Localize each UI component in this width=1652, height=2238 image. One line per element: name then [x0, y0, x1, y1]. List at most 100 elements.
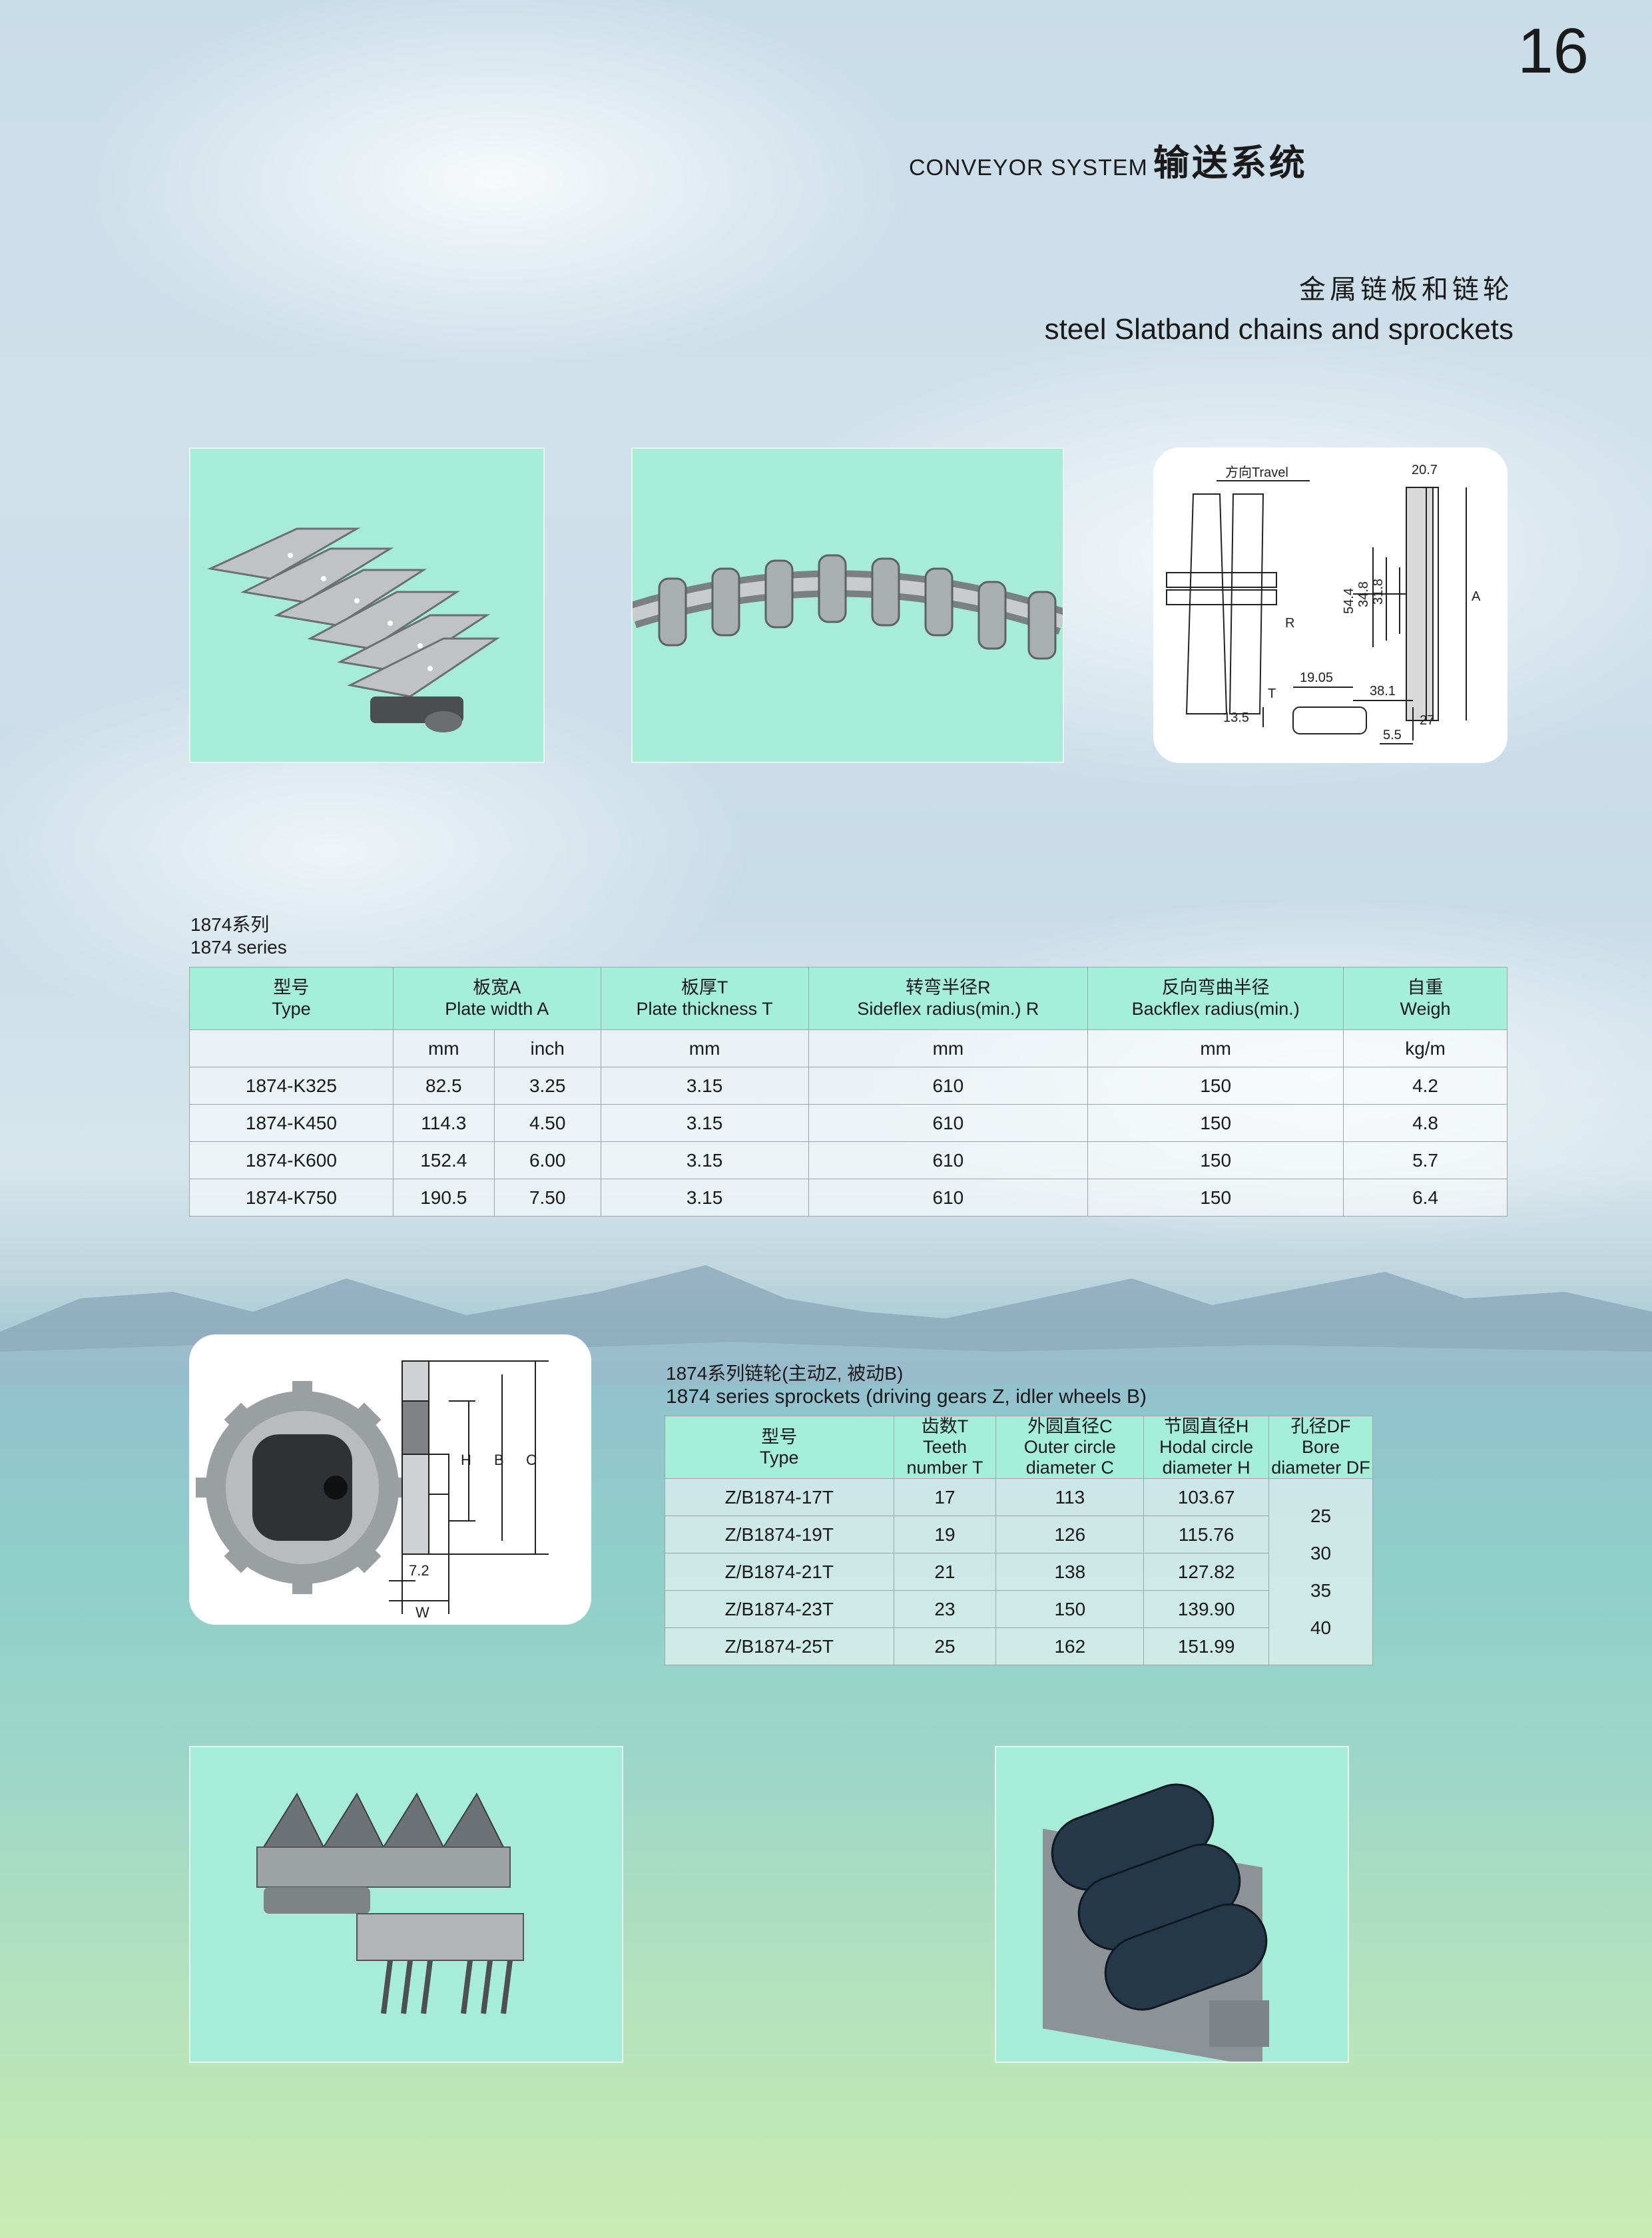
header-cn: 板宽A	[473, 978, 521, 998]
table-cell: 23	[893, 1590, 997, 1629]
header-en: Teeth	[922, 1437, 967, 1458]
dim-34-8: 34.8	[1356, 581, 1371, 607]
table-cell: mm	[1087, 1029, 1344, 1067]
header-cn: 型号	[761, 1426, 798, 1447]
table-cell: 19	[893, 1516, 997, 1554]
header-en: Plate width A	[445, 998, 549, 1019]
header-cn: 型号	[273, 978, 310, 998]
table-cell: 7.50	[493, 1179, 601, 1217]
photo-roller-chain	[629, 447, 1067, 763]
table-cell: 103.67	[1143, 1478, 1270, 1517]
header-en: Sideflex radius(min.) R	[857, 998, 1039, 1019]
header-en: Type	[272, 998, 311, 1019]
table-cell: mm	[808, 1029, 1089, 1067]
table-cell: 139.90	[1143, 1590, 1270, 1629]
table1-caption: 1874系列 1874 series	[190, 914, 287, 958]
photo-slat-plates	[189, 447, 545, 763]
table-cell: inch	[493, 1029, 601, 1067]
header-en: Backflex radius(min.)	[1131, 998, 1300, 1019]
header-cn: 孔径DF	[1290, 1416, 1351, 1436]
header-en: Weigh	[1400, 998, 1451, 1019]
table-cell: 1874-K750	[189, 1179, 394, 1217]
table-row: 1874-K325 82.5 3.25 3.15 610 150 4.2	[189, 1067, 1508, 1105]
header-en: number T	[906, 1458, 983, 1478]
header-cn: 外圆直径C	[1027, 1416, 1113, 1436]
table-cell: 114.3	[392, 1104, 495, 1142]
bore-value: 25	[1310, 1505, 1332, 1526]
dim-13-5: 13.5	[1223, 710, 1249, 725]
table-cell: 1874-K325	[189, 1067, 394, 1105]
dim-5-5: 5.5	[1383, 728, 1402, 742]
table-cell: 115.76	[1143, 1516, 1270, 1554]
table-cell: 150	[995, 1590, 1145, 1629]
table-cell: 113	[995, 1478, 1145, 1517]
table-row: Z/B1874-21T 21 138 127.82	[665, 1553, 1373, 1591]
dim-20-7: 20.7	[1412, 463, 1438, 477]
table1-caption-en: 1874 series	[190, 936, 287, 958]
chain-drawing-svg: 方向Travel 20.7 54.4 34.8 31.8 A R 19.05 T…	[1166, 463, 1481, 744]
table1-unit-row: mm inch mm mm mm kg/m	[189, 1029, 1508, 1067]
photo-finned-chain	[189, 1746, 623, 2063]
table-row: 1874-K450 114.3 4.50 3.15 610 150 4.8	[189, 1104, 1508, 1142]
table-cell: mm	[600, 1029, 809, 1067]
table-cell: 21	[893, 1553, 997, 1591]
table-cell: 150	[1087, 1067, 1344, 1105]
dim-h: H	[461, 1452, 471, 1468]
sprocket-dimension-drawing: H B C 7.2 W	[189, 1334, 591, 1625]
table-cell: 126	[995, 1516, 1145, 1554]
table-cell: 17	[893, 1478, 997, 1517]
table-cell: 4.2	[1343, 1067, 1508, 1105]
section-header-en: CONVEYOR SYSTEM	[909, 155, 1148, 180]
table-row: 1874-K750 190.5 7.50 3.15 610 150 6.4	[189, 1179, 1508, 1217]
header-en: diameter C	[1025, 1458, 1114, 1478]
table-cell	[189, 1029, 394, 1067]
header-cn: 自重	[1407, 978, 1444, 998]
table-row: 1874-K600 152.4 6.00 3.15 610 150 5.7	[189, 1141, 1508, 1179]
table-row: Z/B1874-19T 19 126 115.76	[665, 1516, 1373, 1554]
bore-value: 40	[1310, 1617, 1332, 1638]
table-cell: Z/B1874-19T	[665, 1516, 894, 1554]
chain-dimension-drawing: 方向Travel 20.7 54.4 34.8 31.8 A R 19.05 T…	[1153, 447, 1508, 763]
header-en: Type	[760, 1447, 799, 1468]
table-cell: 152.4	[392, 1141, 495, 1179]
table-cell: 150	[1087, 1179, 1344, 1217]
header-cn: 节圆直径H	[1163, 1416, 1249, 1436]
header-en: Hodal circle	[1159, 1437, 1254, 1458]
table-cell: 3.15	[600, 1141, 809, 1179]
header-en: diameter DF	[1271, 1458, 1370, 1478]
table2-caption-en: 1874 series sprockets (driving gears Z, …	[666, 1385, 1147, 1408]
table-cell: 82.5	[392, 1067, 495, 1105]
table-cell: Z/B1874-21T	[665, 1553, 894, 1591]
dim-w: W	[415, 1604, 429, 1621]
table-cell: 150	[1087, 1141, 1344, 1179]
table-cell: 5.7	[1343, 1141, 1508, 1179]
rubber-top-chain-illustration	[1043, 1783, 1269, 2068]
table-cell: 138	[995, 1553, 1145, 1591]
page-number: 16	[1517, 15, 1589, 87]
table-cell: 6.00	[493, 1141, 601, 1179]
header-cn: 板厚T	[681, 978, 728, 998]
header-en: Outer circle	[1023, 1437, 1116, 1458]
table-cell: Z/B1874-25T	[665, 1627, 894, 1666]
dim-travel: 方向Travel	[1225, 465, 1288, 480]
table-cell: 610	[808, 1104, 1089, 1142]
dim-t: T	[1268, 687, 1276, 701]
table-row: Z/B1874-25T 25 162 151.99	[665, 1627, 1373, 1666]
roller-chain-illustration	[629, 554, 1067, 660]
section-header-cn: 输送系统	[1153, 143, 1308, 183]
table-cell: 6.4	[1343, 1179, 1508, 1217]
subtitle-cn: 金属链板和链轮	[1299, 275, 1514, 304]
sprocket-gear	[196, 1381, 409, 1594]
table-cell: 3.15	[600, 1179, 809, 1217]
table1-caption-cn: 1874系列	[190, 914, 270, 935]
header-en: diameter H	[1162, 1458, 1250, 1478]
bore-value: 35	[1310, 1579, 1332, 1601]
